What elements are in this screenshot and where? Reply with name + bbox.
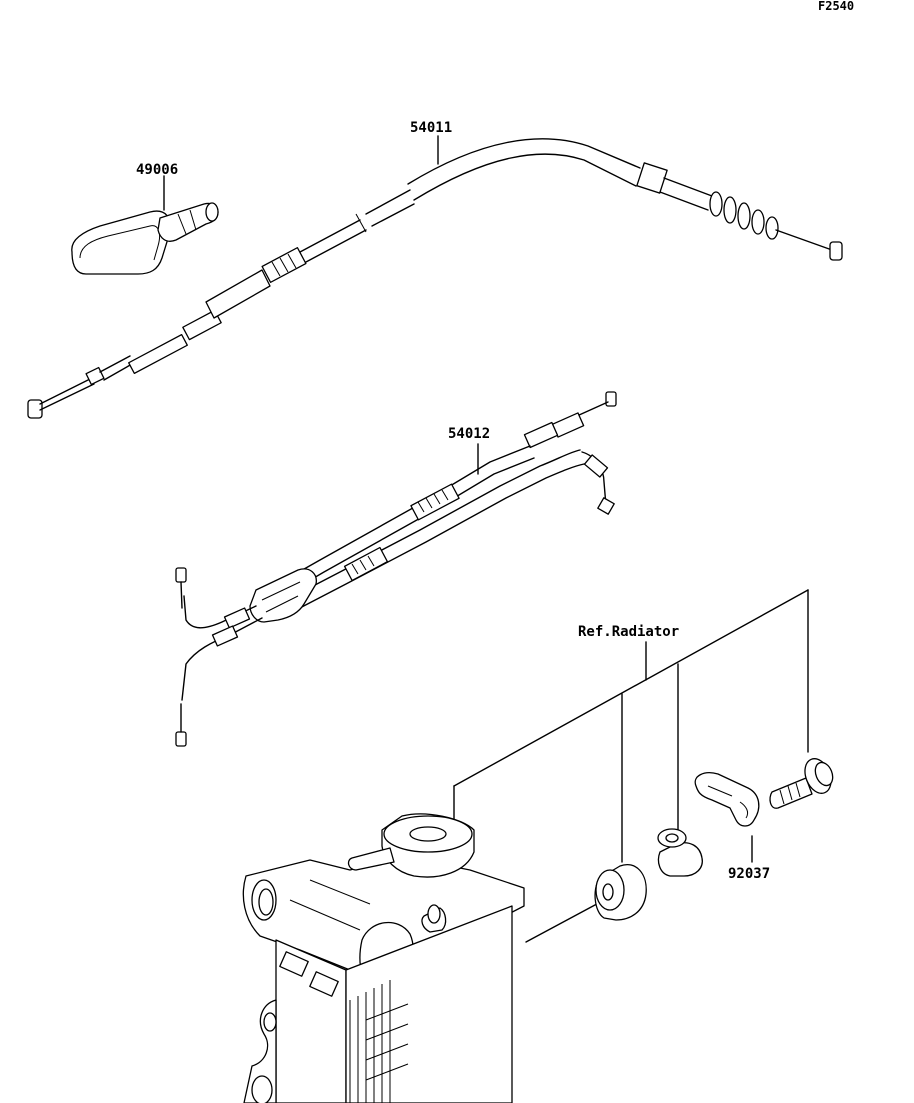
part-number-92037: 92037: [728, 866, 770, 882]
radiator-bolt[interactable]: [769, 755, 836, 809]
radiator-leader-lines: [453, 589, 809, 943]
radiator-collar[interactable]: [657, 828, 703, 877]
part-49006-lever-cover[interactable]: [71, 202, 219, 275]
radiator-grommet[interactable]: [594, 864, 647, 921]
part-92037-clip[interactable]: [694, 772, 760, 827]
part-number-49006: 49006: [136, 162, 178, 178]
part-54011-clutch-cable[interactable]: [27, 138, 843, 419]
part-54012-throttle-cables[interactable]: [175, 391, 617, 747]
part-number-54011: 54011: [410, 120, 452, 136]
reference-label-radiator: Ref.Radiator: [578, 624, 679, 640]
diagram-code: F2540: [818, 0, 854, 13]
radiator-reference: [242, 813, 525, 1103]
part-number-54012: 54012: [448, 426, 490, 442]
